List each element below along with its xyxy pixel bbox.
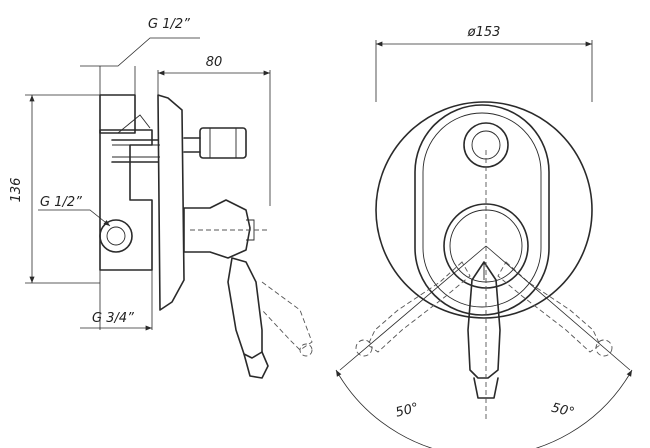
side-outlet xyxy=(99,219,133,253)
front-dimensions: ø153 50° 50° xyxy=(335,25,633,448)
side-dimensions: 80 G 1/2” 136 G 1/2” G 3/4” xyxy=(9,17,271,331)
lever-ghost xyxy=(261,281,313,351)
diverter-knob xyxy=(199,127,247,159)
ghost-lever-right xyxy=(497,261,601,353)
ghost-lever-left xyxy=(367,261,471,353)
lever-handle xyxy=(227,257,263,359)
top-inlet xyxy=(99,94,136,134)
cover-plate xyxy=(375,101,593,319)
dim-angle-right: 50° xyxy=(550,401,576,421)
diverter-stem xyxy=(183,137,201,153)
oval-recess xyxy=(414,104,550,316)
dim-diameter: ø153 xyxy=(467,25,501,40)
valve-body xyxy=(99,129,153,271)
label-side-thread: G 1/2” xyxy=(40,195,82,210)
dim-angle-left: 50° xyxy=(394,401,420,421)
wall-plate xyxy=(157,94,185,311)
upper-pipe xyxy=(111,139,159,163)
front-view xyxy=(355,101,613,420)
dim-width-80: 80 xyxy=(206,55,223,70)
side-view xyxy=(99,94,313,379)
lever-bonnet xyxy=(183,199,251,259)
dim-height-136: 136 xyxy=(9,178,24,203)
label-bottom-thread: G 3/4” xyxy=(92,311,134,326)
label-top-thread: G 1/2” xyxy=(148,17,190,32)
